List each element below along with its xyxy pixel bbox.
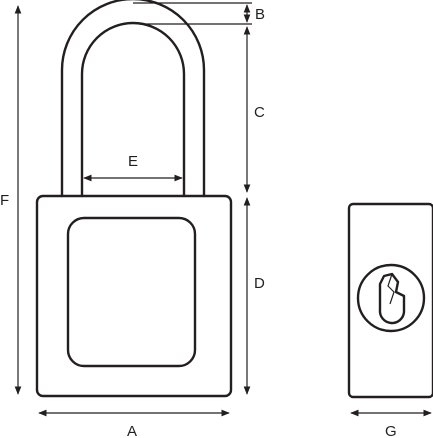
label-panel	[66, 216, 197, 368]
label-c: C	[254, 104, 265, 121]
keyhole-ring	[356, 263, 426, 333]
dimension-e: E	[83, 153, 183, 182]
padlock-side-view	[347, 202, 433, 399]
dimension-g: G	[350, 409, 432, 438]
key-slot-icon	[378, 272, 406, 325]
label-g: G	[385, 423, 397, 438]
padlock-front-view	[35, 0, 233, 398]
label-f: F	[0, 192, 9, 209]
dimension-c: C	[243, 26, 265, 193]
key-cut-line	[387, 273, 395, 305]
label-a: A	[127, 423, 137, 438]
shackle-outer	[60, 0, 206, 198]
label-d: D	[254, 275, 265, 292]
side-body	[347, 202, 433, 399]
dimension-d: D	[243, 197, 265, 395]
dimension-a: A	[38, 409, 230, 438]
dimension-f: F	[0, 5, 22, 395]
shackle-inner	[80, 21, 186, 198]
label-e: E	[128, 153, 138, 170]
label-b: B	[255, 6, 265, 23]
dimension-b: B	[133, 2, 265, 25]
padlock-body	[35, 194, 233, 398]
